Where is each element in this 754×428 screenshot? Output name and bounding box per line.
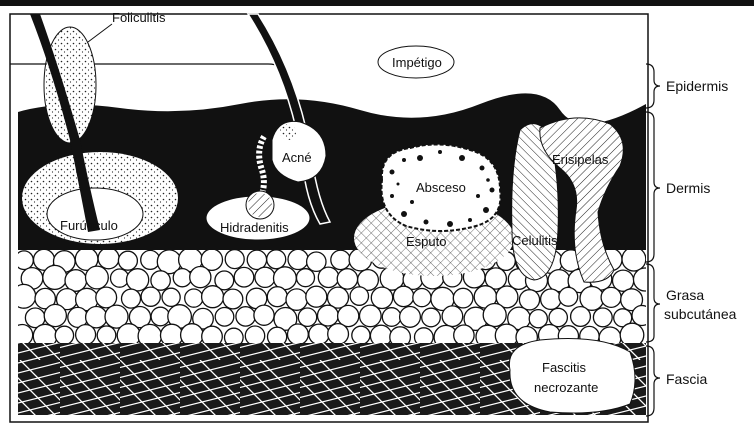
dermis-label: Dermis [666, 180, 710, 196]
celulitis-label: Celulitis [512, 233, 558, 248]
erisipelas-label: Erisipelas [552, 152, 609, 167]
hidradenitis-label: Hidradenitis [220, 220, 289, 235]
fascitis-label-line1: Fascitis [542, 360, 587, 375]
absceso-label: Absceso [416, 180, 466, 195]
esputo-label: Esputo [406, 234, 446, 249]
subcutaneous-fat-layer [12, 247, 657, 349]
fascitis-label-line2: necrozante [534, 380, 598, 395]
acne-label: Acné [282, 150, 312, 165]
furunculo-label: Furúnculo [60, 218, 118, 233]
fascitis-lesion [509, 339, 635, 414]
impetigo-label: Impétigo [392, 55, 442, 70]
foliculitis-label: Foliculitis [112, 10, 166, 25]
grasa-label-line1: Grasa [666, 287, 704, 303]
fascia-label: Fascia [666, 371, 707, 387]
grasa-label-line2: subcutánea [664, 306, 737, 322]
epidermis-label: Epidermis [666, 78, 728, 94]
